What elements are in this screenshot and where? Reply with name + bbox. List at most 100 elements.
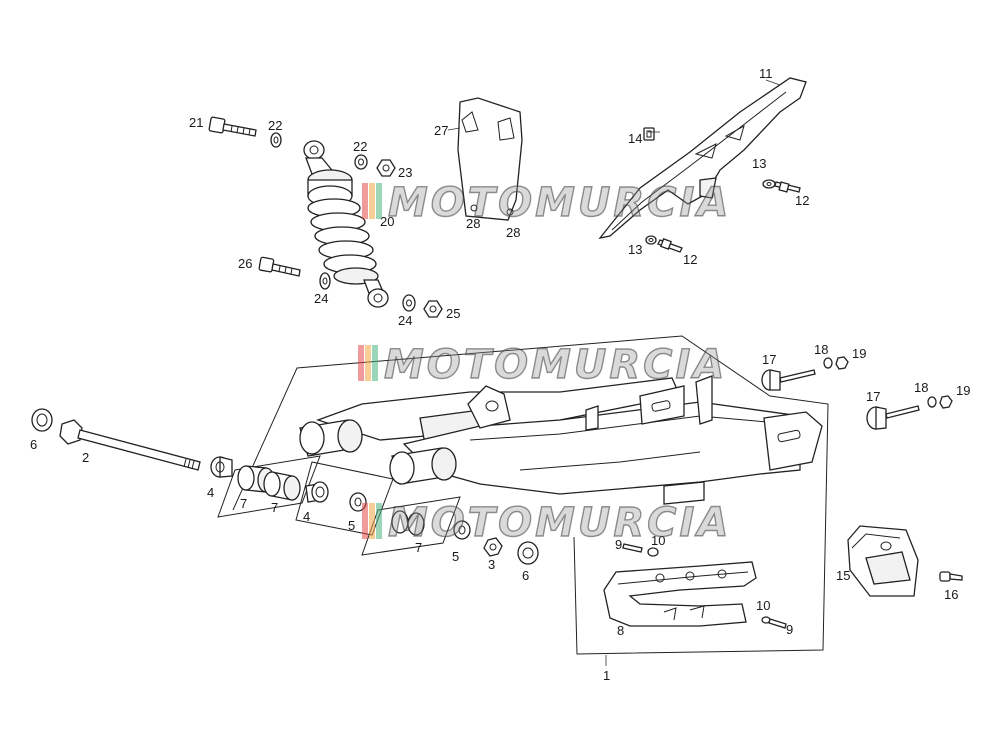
bushing-4-right bbox=[305, 481, 329, 503]
screw-9-top bbox=[622, 543, 643, 553]
washer-24-left bbox=[319, 272, 331, 290]
watermark-stripe bbox=[358, 345, 364, 381]
callout-20: 20 bbox=[380, 214, 394, 229]
nut-3 bbox=[483, 537, 503, 557]
bolt-21 bbox=[208, 116, 257, 137]
dust-cap-6-right bbox=[517, 541, 539, 565]
washer-13-top bbox=[762, 179, 776, 189]
chain-guide-15 bbox=[847, 525, 919, 597]
callout-22-top: 22 bbox=[268, 118, 282, 133]
pivot-shaft-2 bbox=[59, 419, 201, 471]
watermark-stripe bbox=[362, 503, 368, 539]
screw-16 bbox=[939, 571, 963, 582]
watermark-stripe bbox=[362, 183, 368, 219]
callout-5-left: 5 bbox=[348, 518, 355, 533]
callout-27: 27 bbox=[434, 123, 448, 138]
bearing-7-third bbox=[391, 510, 425, 536]
bolt-26 bbox=[258, 256, 301, 277]
screw-12-top bbox=[774, 181, 801, 193]
watermark-text: MOTOMURCIA bbox=[388, 180, 731, 226]
watermark-logo-bottom: MOTOMURCIA bbox=[362, 499, 731, 547]
watermark-text: MOTOMURCIA bbox=[384, 342, 727, 388]
clip-14 bbox=[643, 127, 655, 141]
callout-28-right: 28 bbox=[506, 225, 520, 240]
nut-25 bbox=[423, 300, 443, 318]
callout-13-bottom: 13 bbox=[628, 242, 642, 257]
mud-flap-27 bbox=[457, 97, 523, 221]
watermark-logo-top: MOTOMURCIA bbox=[362, 179, 731, 227]
callout-22-mid: 22 bbox=[353, 139, 367, 154]
washer-13-bottom bbox=[645, 235, 657, 245]
callout-11: 11 bbox=[759, 66, 773, 81]
swingarm-1 bbox=[299, 375, 823, 505]
leader-lines bbox=[447, 79, 781, 133]
callout-5-right: 5 bbox=[452, 549, 459, 564]
callout-7-b: 7 bbox=[271, 500, 278, 515]
callout-14: 14 bbox=[628, 131, 642, 146]
chain-guard-11 bbox=[598, 77, 807, 239]
callout-7-a: 7 bbox=[240, 496, 247, 511]
callout-7-c: 7 bbox=[415, 540, 422, 555]
callout-18-top: 18 bbox=[814, 342, 828, 357]
callout-6-right: 6 bbox=[522, 568, 529, 583]
callout-4-right: 4 bbox=[303, 509, 310, 524]
callout-8: 8 bbox=[617, 623, 624, 638]
nut-23 bbox=[376, 159, 396, 177]
washer-18-top bbox=[823, 357, 833, 369]
watermark-stripe bbox=[365, 345, 371, 381]
rear-shock-absorber bbox=[303, 140, 389, 308]
callout-1: 1 bbox=[603, 668, 610, 683]
bearing-7-right bbox=[263, 471, 301, 501]
callout-19-bottom: 19 bbox=[956, 383, 970, 398]
callout-6-left: 6 bbox=[30, 437, 37, 452]
washer-22-top bbox=[270, 132, 282, 148]
callout-10-bottom: 10 bbox=[756, 598, 770, 613]
chain-slider-8 bbox=[603, 561, 757, 627]
callout-2: 2 bbox=[82, 450, 89, 465]
watermark-stripe bbox=[376, 503, 382, 539]
washer-10-top bbox=[647, 547, 659, 557]
watermark-logo-middle: MOTOMURCIA bbox=[358, 341, 727, 389]
callout-12-top: 12 bbox=[795, 193, 809, 208]
callout-26: 26 bbox=[238, 256, 252, 271]
callout-19-top: 19 bbox=[852, 346, 866, 361]
callout-10-top: 10 bbox=[651, 533, 665, 548]
watermark-stripe bbox=[369, 183, 375, 219]
callout-9-bottom: 9 bbox=[786, 622, 793, 637]
callout-28-left: 28 bbox=[466, 216, 480, 231]
washer-24-right bbox=[402, 294, 416, 312]
dust-cap-6-left bbox=[31, 408, 53, 432]
watermark-stripe bbox=[376, 183, 382, 219]
callout-labels: 1 2 3 4 4 5 5 6 6 7 7 7 8 9 9 10 10 11 1… bbox=[30, 66, 970, 683]
bushing-4-left bbox=[210, 456, 233, 478]
callout-24-right: 24 bbox=[398, 313, 412, 328]
washer-18-bottom bbox=[927, 396, 937, 408]
adjuster-17-bottom bbox=[866, 405, 920, 430]
callout-12-bottom: 12 bbox=[683, 252, 697, 267]
watermark-text: MOTOMURCIA bbox=[388, 500, 731, 546]
screw-12-bottom bbox=[657, 238, 683, 253]
callout-17-bottom: 17 bbox=[866, 389, 880, 404]
callout-25: 25 bbox=[446, 306, 460, 321]
callout-3: 3 bbox=[488, 557, 495, 572]
callout-13-top: 13 bbox=[752, 156, 766, 171]
watermark-stripe bbox=[372, 345, 378, 381]
callout-18-bottom: 18 bbox=[914, 380, 928, 395]
watermark-stripe bbox=[369, 503, 375, 539]
adjuster-17-top bbox=[761, 369, 816, 391]
callout-15: 15 bbox=[836, 568, 850, 583]
callout-16: 16 bbox=[944, 587, 958, 602]
callout-4-left: 4 bbox=[207, 485, 214, 500]
callout-9-top: 9 bbox=[615, 537, 622, 552]
nut-19-top bbox=[835, 356, 849, 370]
washer-22-mid bbox=[354, 154, 368, 170]
nut-19-bottom bbox=[939, 395, 953, 409]
callout-21: 21 bbox=[189, 115, 203, 130]
callout-24-left: 24 bbox=[314, 291, 328, 306]
callout-17-top: 17 bbox=[762, 352, 776, 367]
seal-5-right bbox=[453, 520, 471, 540]
screw-9-bottom bbox=[768, 618, 787, 629]
callout-23: 23 bbox=[398, 165, 412, 180]
